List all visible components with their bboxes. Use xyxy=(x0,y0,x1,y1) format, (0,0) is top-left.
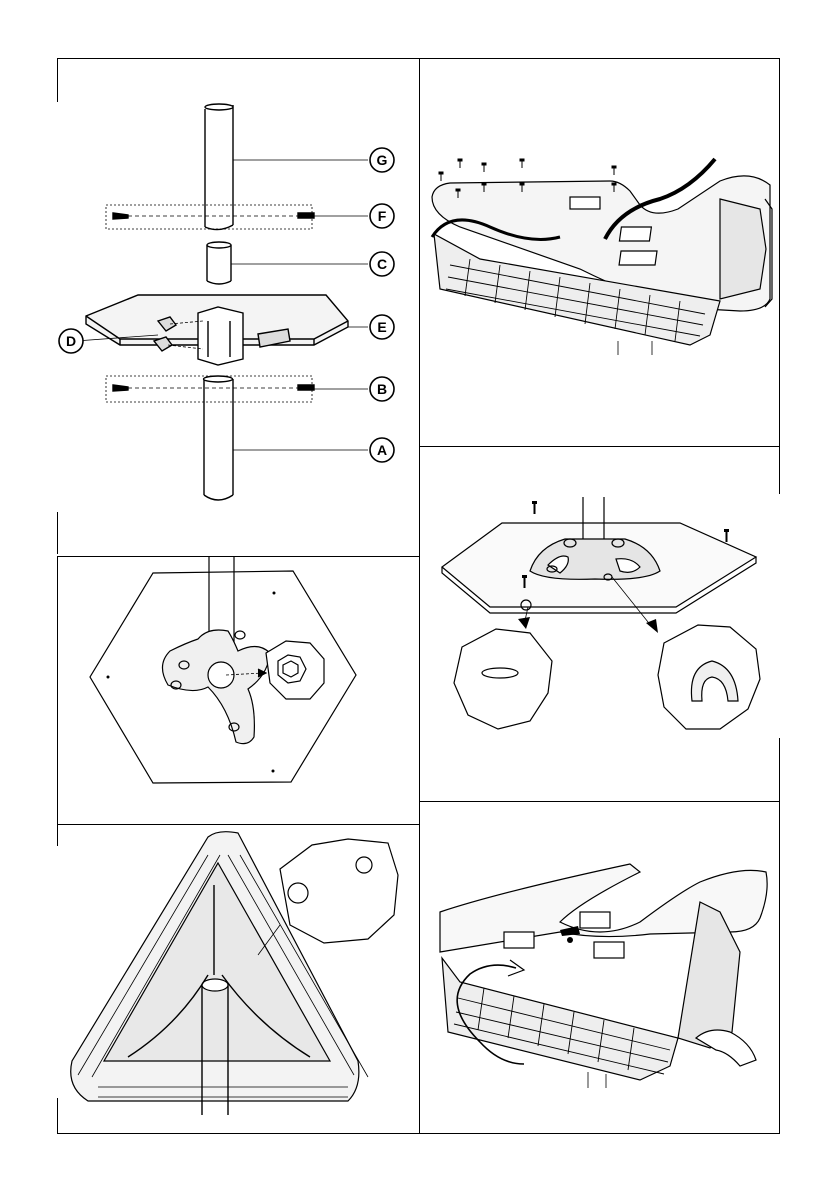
frame-bottom-line xyxy=(57,1133,780,1134)
frame-right-edge-bottom xyxy=(779,801,780,1133)
heater-underside-drawing xyxy=(58,825,419,1133)
callout-g: G xyxy=(377,152,388,168)
heater-top-drawing xyxy=(420,59,779,446)
frame-right-edge-mid xyxy=(779,738,780,801)
callout-f: F xyxy=(378,208,387,224)
base-plate-perspective-drawing xyxy=(420,447,779,801)
callout-a: A xyxy=(377,442,387,458)
callout-d: D xyxy=(66,333,76,349)
panel-heater-mount-bolt xyxy=(420,802,779,1133)
frame-right-edge-top xyxy=(779,58,780,494)
panel-base-plate-top xyxy=(58,557,419,824)
panel-base-plate-perspective xyxy=(420,447,779,801)
callout-b: B xyxy=(377,381,387,397)
panel-heater-underside xyxy=(58,825,419,1133)
callout-e: E xyxy=(377,319,386,335)
heater-mount-drawing xyxy=(420,802,779,1133)
callout-c: C xyxy=(377,256,387,272)
panel-pole-assembly: G F C E D B A xyxy=(58,59,419,556)
pole-assembly-drawing: G F C E D B A xyxy=(58,59,419,556)
base-plate-top-drawing xyxy=(58,557,419,824)
panel-heater-top-screws xyxy=(420,59,779,446)
